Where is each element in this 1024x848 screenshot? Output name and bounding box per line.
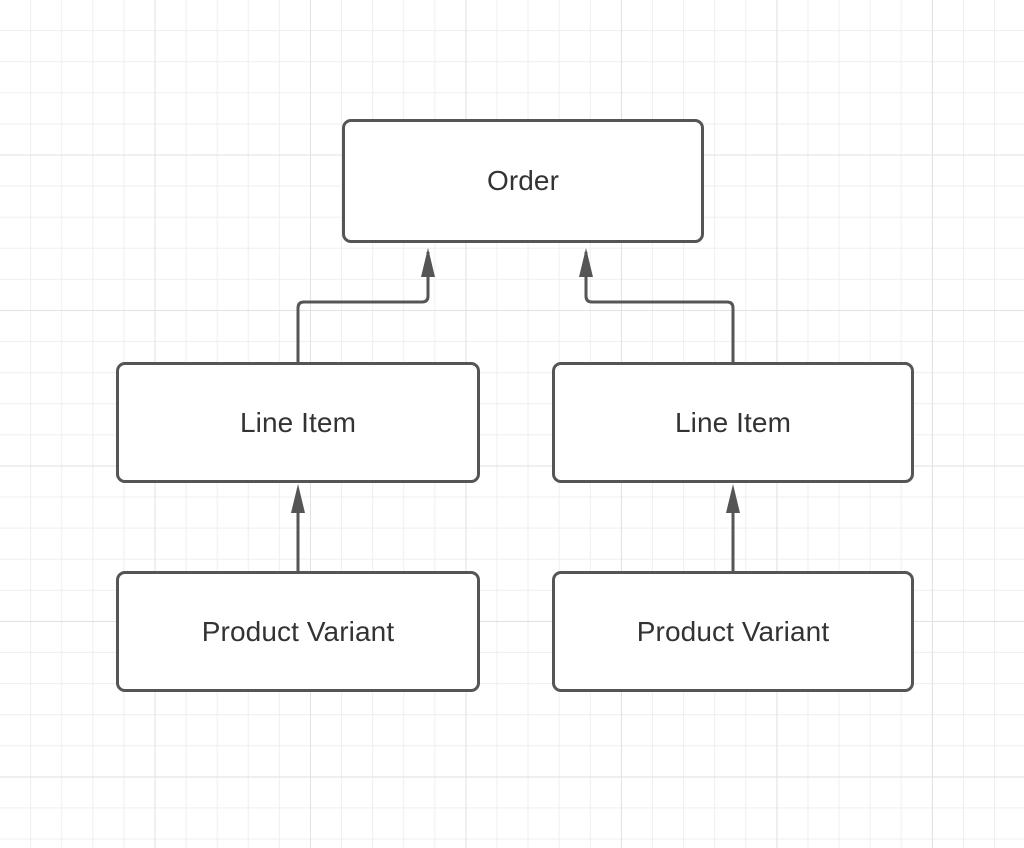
node-product-variant-right[interactable]: Product Variant	[552, 571, 914, 692]
arrowhead-icon-line-item-right	[726, 484, 740, 513]
node-line-item-left[interactable]: Line Item	[116, 362, 480, 483]
node-line-item-left-label: Line Item	[239, 406, 357, 438]
arrowhead-icon-line-item-left	[291, 484, 305, 513]
node-product-variant-left[interactable]: Product Variant	[116, 571, 480, 692]
arrowhead-icon-order-left	[421, 248, 435, 277]
node-order-label: Order	[486, 165, 560, 196]
node-product-variant-right-label: Product Variant	[636, 615, 830, 647]
edge-line-item-right-to-order	[584, 252, 735, 362]
node-order[interactable]: Order	[342, 119, 704, 243]
edge-line-item-left-to-order	[296, 252, 430, 362]
node-product-variant-left-label: Product Variant	[201, 615, 395, 647]
node-line-item-right-label: Line Item	[674, 406, 792, 438]
node-line-item-right[interactable]: Line Item	[552, 362, 914, 483]
arrowhead-icon-order-right	[579, 248, 593, 277]
